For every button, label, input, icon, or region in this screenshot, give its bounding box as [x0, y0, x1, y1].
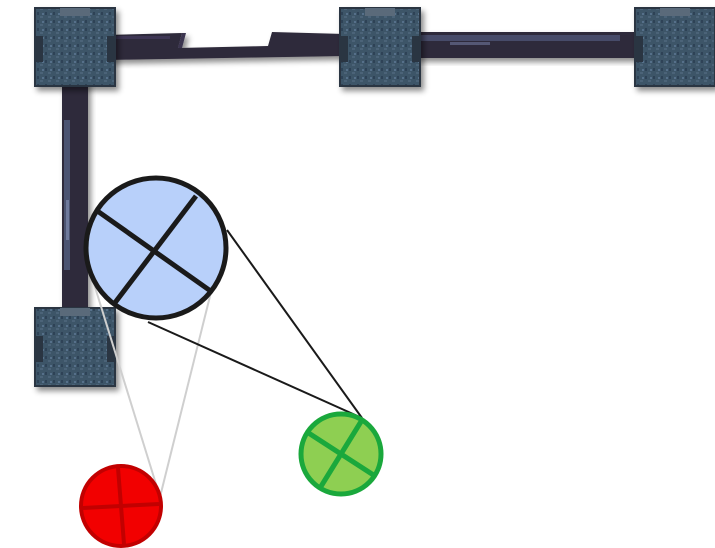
friendly-view-cone	[147, 229, 363, 419]
walls	[62, 32, 640, 315]
wall-segment-left-vertical	[62, 80, 88, 315]
enemy-unit-marker[interactable]	[79, 464, 163, 548]
wall-segment-top-left	[105, 32, 345, 60]
friendly-unit-marker[interactable]	[298, 411, 384, 497]
selected-unit-marker[interactable]	[83, 175, 229, 321]
pillars	[34, 7, 715, 387]
stone-pillar-top-middle	[339, 7, 421, 87]
wall-segment-top-right	[415, 32, 640, 58]
stone-pillar-bottom-left	[34, 307, 116, 387]
stone-pillar-top-left	[34, 7, 116, 87]
stone-pillar-top-right	[634, 7, 715, 87]
